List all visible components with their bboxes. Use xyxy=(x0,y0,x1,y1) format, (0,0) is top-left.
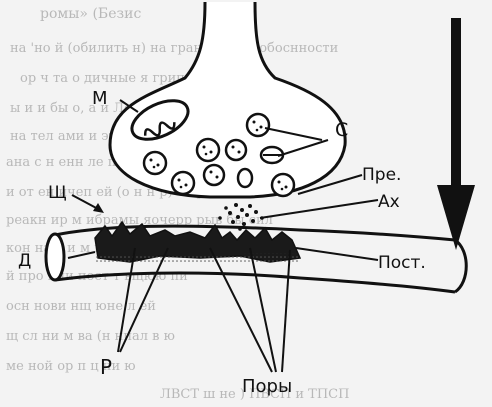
bg-line: осн нови нщ юне л ей xyxy=(6,299,156,314)
vesicle xyxy=(144,152,166,174)
bg-line: на 'но й (обилить н) на грань онной обос… xyxy=(10,41,338,56)
vesicle xyxy=(272,174,294,196)
label-d: Д xyxy=(18,251,31,271)
label-mitochondrion: М xyxy=(92,88,108,109)
background-text: ромы» (Безис на 'но й (обилить н) на гра… xyxy=(6,6,349,402)
label-postsynaptic: Пост. xyxy=(378,253,426,273)
vesicle xyxy=(238,169,252,187)
label-receptors: Р xyxy=(100,355,112,379)
label-vesicles: С xyxy=(335,119,348,141)
vesicle xyxy=(172,172,194,194)
bg-line: щ сл ни м ва (н ниал в ю xyxy=(6,329,175,344)
vesicle xyxy=(204,165,224,185)
vesicle xyxy=(247,114,269,136)
label-presynaptic: Пре. xyxy=(362,165,401,185)
vesicle xyxy=(197,139,219,161)
label-pores: Поры xyxy=(242,376,292,397)
label-acetylcholine: Ах xyxy=(378,192,400,212)
vesicle xyxy=(226,140,246,160)
bg-line: ромы» (Безис xyxy=(40,6,141,22)
label-synaptic-cleft: Щ xyxy=(48,183,67,203)
arrow-down-icon xyxy=(437,18,475,250)
bg-line: ме ной ор п ц ни ю xyxy=(6,359,136,374)
